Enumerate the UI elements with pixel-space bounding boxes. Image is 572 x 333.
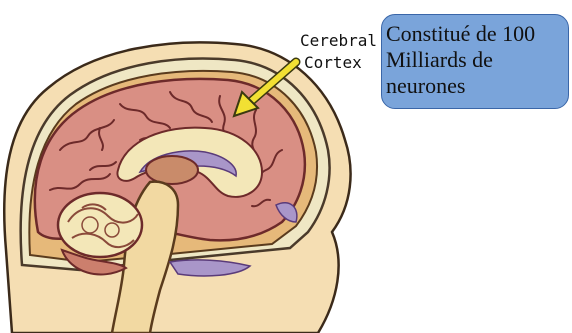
- cerebral-label: Cerebral: [300, 32, 377, 50]
- callout-line-3: neurones: [386, 73, 564, 99]
- thalamus: [146, 156, 198, 184]
- cortex-label: Cortex: [304, 54, 362, 72]
- callout-line-2: Milliards de: [386, 47, 564, 73]
- callout-line-1: Constitué de 100: [386, 21, 564, 47]
- neuron-count-callout: Constitué de 100 Milliards de neurones: [381, 14, 569, 109]
